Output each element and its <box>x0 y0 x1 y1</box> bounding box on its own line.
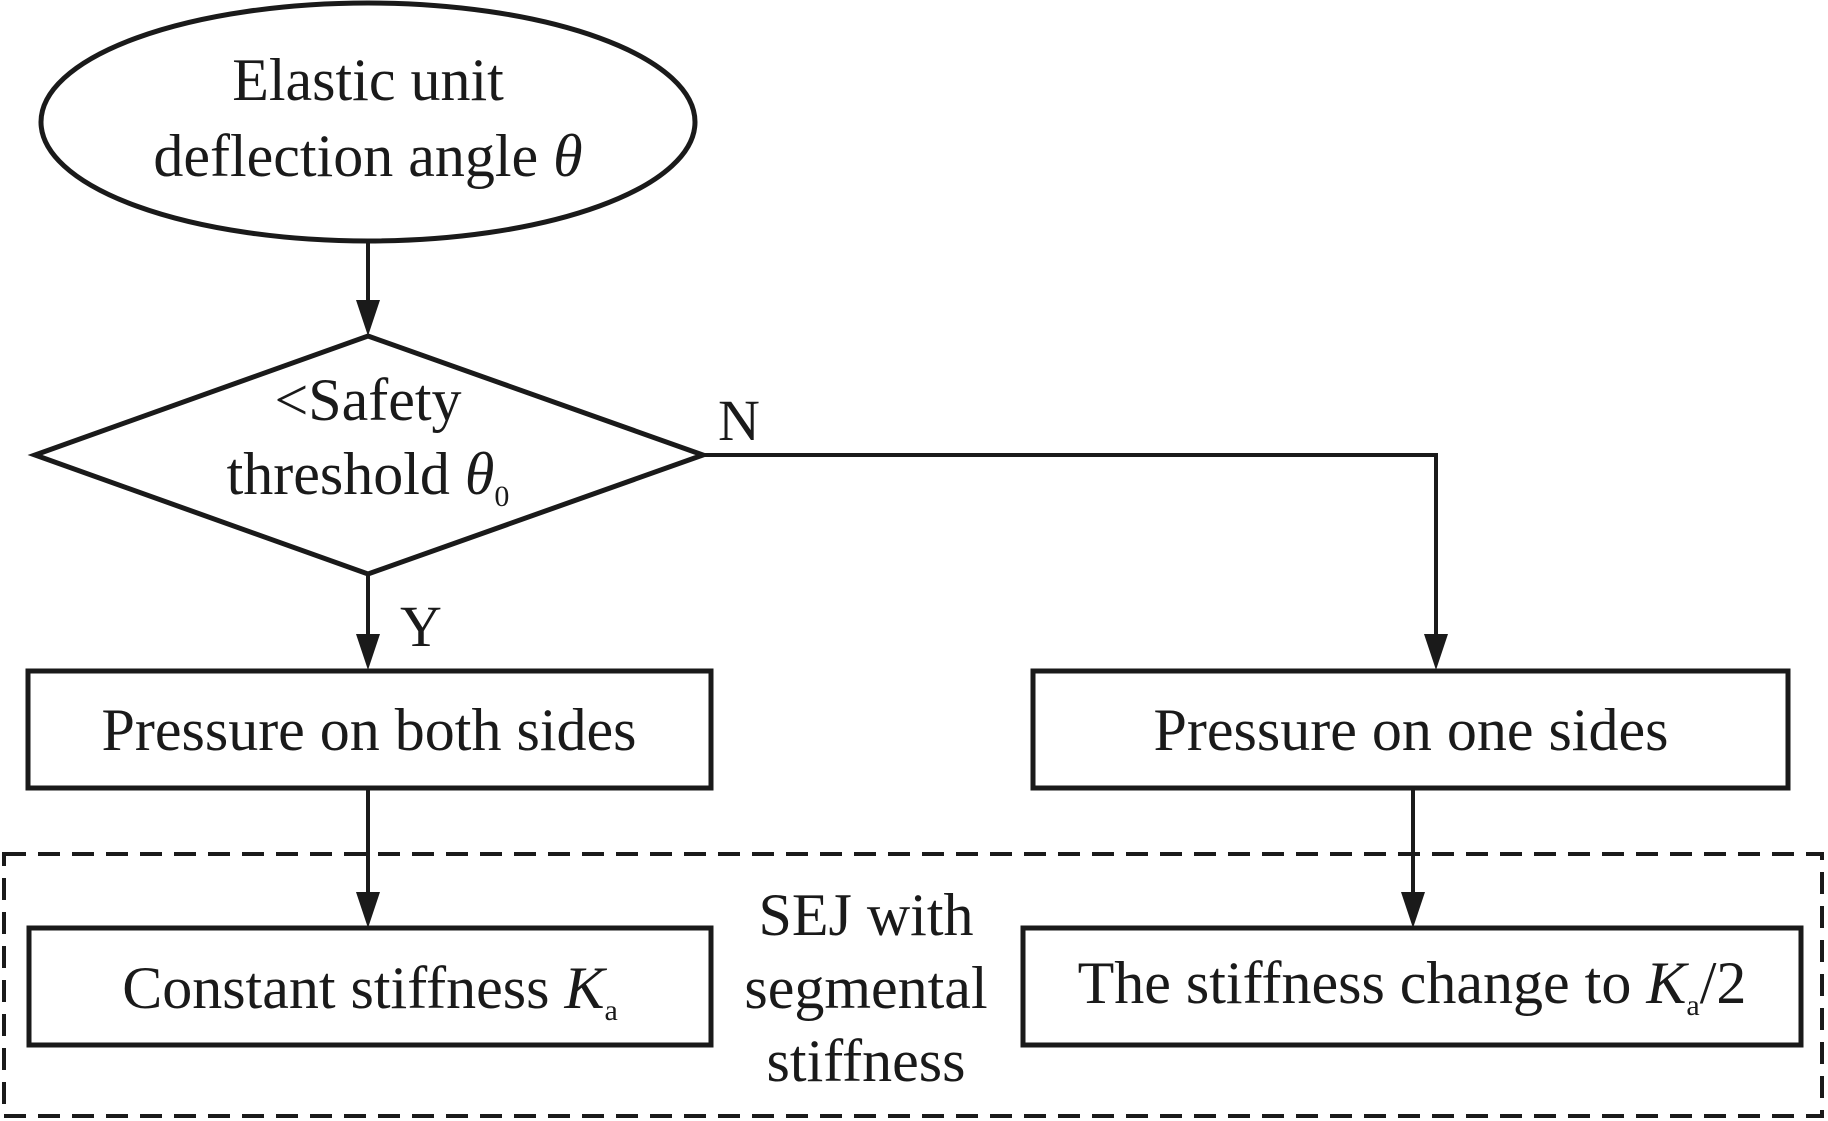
k-subscript-a: a <box>1686 989 1699 1022</box>
start-node-ellipse <box>38 0 698 244</box>
edge-label-yes: Y <box>400 594 442 659</box>
edge-decision-to-one-side <box>703 453 1438 634</box>
arrowhead-decision-to-both-sides <box>356 634 380 670</box>
stiffness-change-text: The stiffness change to <box>1078 950 1647 1016</box>
group-label-line2: segmental <box>744 955 987 1021</box>
start-node-line2-text: deflection angle <box>153 123 553 189</box>
edge-label-no: N <box>718 388 760 453</box>
arrowhead-one-side-to-change <box>1401 892 1425 928</box>
start-node-line1: Elastic unit <box>232 47 504 113</box>
group-label-line1: SEJ with <box>758 882 973 948</box>
one-side-node-box <box>1030 668 1791 791</box>
both-sides-node-label: Pressure on both sides <box>102 697 637 763</box>
stiffness-change-node-box <box>1020 925 1804 1048</box>
arrowhead-decision-to-one-side <box>1424 634 1448 670</box>
decision-node-line1: <Safety <box>274 367 461 433</box>
sej-group-boundary <box>2 852 1824 1118</box>
k-symbol: K <box>1645 950 1689 1016</box>
group-label-line3: stiffness <box>767 1028 966 1094</box>
stiffness-change-node-label: The stiffness change to Ka/2 <box>1078 950 1747 1022</box>
theta-symbol: θ <box>553 123 582 189</box>
k-symbol: K <box>563 955 607 1021</box>
start-node-line2: deflection angle θ <box>153 123 582 189</box>
stiffness-change-suffix: /2 <box>1700 950 1747 1016</box>
arrowhead-start-to-decision <box>356 300 380 336</box>
arrowhead-both-sides-to-constant <box>356 892 380 928</box>
constant-stiffness-node-label: Constant stiffness Ka <box>122 955 618 1027</box>
decision-node-line2: threshold θ0 <box>227 441 510 513</box>
theta-zero-subscript: 0 <box>494 480 509 513</box>
both-sides-node-box <box>25 668 714 791</box>
one-side-node-label: Pressure on one sides <box>1154 697 1669 763</box>
constant-stiffness-node-box <box>26 925 714 1048</box>
decision-node-line2-text: threshold <box>227 441 465 507</box>
k-subscript-a: a <box>604 994 617 1027</box>
theta-zero-symbol: θ <box>465 441 494 507</box>
constant-stiffness-text: Constant stiffness <box>122 955 564 1021</box>
